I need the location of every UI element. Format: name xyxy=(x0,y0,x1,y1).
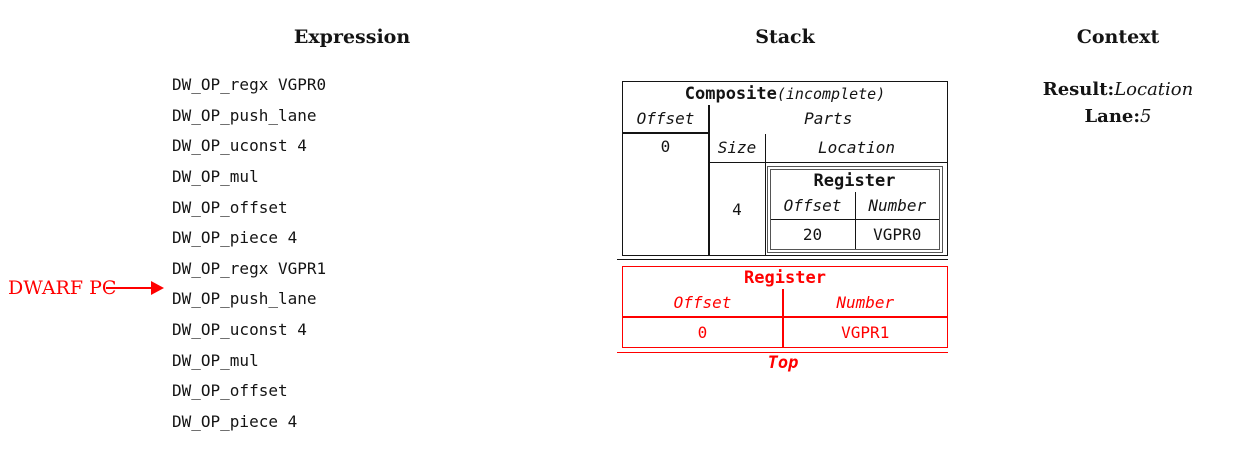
nested-register-number-value: VGPR0 xyxy=(873,224,922,244)
context-result-line: Result:Location xyxy=(1043,79,1193,100)
nested-register-divider xyxy=(854,191,856,249)
composite-offset-parts-divider xyxy=(708,105,710,255)
expression-op: DW_OP_offset xyxy=(172,197,288,217)
expression-op: DW_OP_uconst 4 xyxy=(172,136,307,156)
dwarf-pc-arrow-icon xyxy=(151,281,164,295)
result-label: Result: xyxy=(1042,79,1115,100)
nested-register-offset-header: Offset xyxy=(783,195,842,215)
nested-register-number-header: Number xyxy=(868,195,927,215)
nested-register-title: Register xyxy=(813,170,896,191)
top-register-number-header: Number xyxy=(836,293,895,312)
stack-top-separator xyxy=(617,351,948,353)
top-register-offset-value: 0 xyxy=(697,322,708,342)
lane-label: Lane: xyxy=(1084,106,1141,127)
expression-op: DW_OP_offset xyxy=(172,381,288,401)
expression-op: DW_OP_mul xyxy=(172,350,259,370)
dwarf-pc-label: DWARF PC xyxy=(8,277,117,299)
expression-op: DW_OP_uconst 4 xyxy=(172,320,307,340)
expression-op: DW_OP_mul xyxy=(172,166,259,186)
context-lane-line: Lane:5 xyxy=(1085,106,1152,127)
composite-size-header: Size xyxy=(717,138,757,157)
composite-qualifier: (incomplete) xyxy=(776,84,886,103)
composite-offset-header: Offset xyxy=(636,109,695,128)
expression-op: DW_OP_piece 4 xyxy=(172,412,298,432)
expression-column-title: Expression xyxy=(293,26,411,48)
stack-column-title: Stack xyxy=(755,26,815,48)
composite-title: Composite xyxy=(684,83,777,104)
lane-value: 5 xyxy=(1140,106,1152,127)
result-value: Location xyxy=(1114,79,1194,100)
context-column-title: Context xyxy=(1076,26,1160,48)
composite-parts-header: Parts xyxy=(804,109,853,128)
composite-part-register-table: Register Offset Number 20 VGPR0 xyxy=(766,165,943,253)
stack-top-label: Top xyxy=(767,353,799,373)
top-register-divider xyxy=(782,289,784,347)
top-register-title: Register xyxy=(744,268,826,288)
stack-entry-separator xyxy=(617,258,948,260)
composite-parts-header-underline xyxy=(708,161,947,163)
expression-op: DW_OP_regx VGPR0 xyxy=(172,75,327,94)
stack-entry-composite: Composite(incomplete) Offset 0 Parts Siz… xyxy=(622,81,948,256)
top-register-offset-header: Offset xyxy=(673,293,732,312)
nested-register-offset-value: 20 xyxy=(802,224,823,244)
top-register-number-value: VGPR1 xyxy=(841,322,890,342)
composite-size-value: 4 xyxy=(732,199,742,219)
dwarf-pc-arrow-line xyxy=(106,287,152,289)
top-register-header-underline xyxy=(623,316,947,318)
expression-op: DW_OP_piece 4 xyxy=(172,228,298,248)
composite-part-register-inner: Register Offset Number 20 VGPR0 xyxy=(769,168,940,250)
expression-op: DW_OP_regx VGPR1 xyxy=(172,258,327,278)
expression-op: DW_OP_push_lane xyxy=(172,105,317,125)
expression-op: DW_OP_push_lane xyxy=(172,289,317,309)
stack-entry-register-top: Register Offset Number 0 VGPR1 xyxy=(622,266,948,348)
nested-register-header-underline xyxy=(770,218,939,220)
composite-offset-value: 0 xyxy=(660,137,671,156)
composite-size-location-divider xyxy=(764,133,766,255)
composite-title-row: Composite(incomplete) xyxy=(623,82,947,105)
composite-offset-underline xyxy=(623,132,710,134)
composite-location-header: Location xyxy=(817,138,896,157)
